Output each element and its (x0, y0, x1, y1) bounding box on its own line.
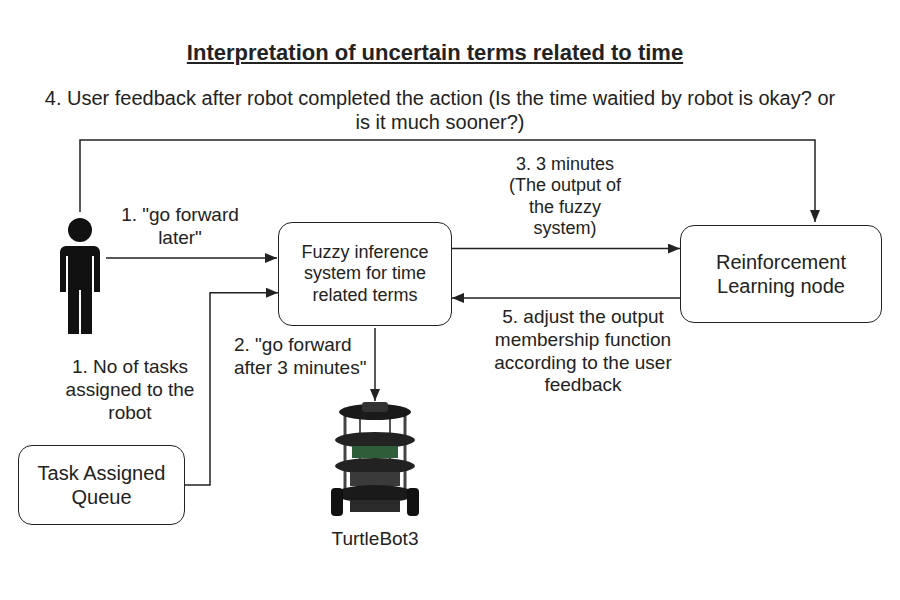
connector-arrow (452, 297, 680, 299)
diagram-title: Interpretation of uncertain terms relate… (0, 40, 870, 66)
standoff (344, 414, 347, 492)
connector-arrow (452, 248, 680, 250)
person-head (68, 218, 92, 242)
command-arrow (106, 257, 277, 259)
process-box: Task Assigned Queue (18, 445, 185, 525)
edge-label: 5. adjust the output membership function… (458, 306, 708, 397)
turtlebot-illustration (331, 402, 419, 516)
robot-arrow (374, 328, 376, 401)
box-text: Task Assigned Queue (29, 461, 174, 509)
standoff (404, 414, 407, 492)
annotation-label: 1. "go forward later" (100, 204, 260, 250)
edge-label: 3. 3 minutes (The output of the fuzzy sy… (495, 154, 635, 240)
robot-board (352, 446, 398, 458)
connector-arrow (185, 293, 278, 485)
robot-base (350, 500, 400, 512)
annotation-label: TurtleBot3 (325, 528, 425, 551)
process-box: Reinforcement Learning node (680, 225, 882, 323)
robot-plate (335, 458, 415, 474)
lidar (362, 402, 388, 412)
box-text: Reinforcement Learning node (691, 250, 871, 298)
process-box: Fuzzy inference system for time related … (278, 222, 452, 326)
box-text: Fuzzy inference system for time related … (289, 242, 441, 307)
robot-wheel (407, 488, 419, 516)
edge-label: 1. No of tasks assigned to the robot (58, 356, 202, 424)
robot-wheel (331, 488, 343, 516)
annotation-label: 4. User feedback after robot completed t… (40, 86, 840, 134)
annotation-label: 2. "go forward after 3 minutes" (234, 334, 370, 380)
robot-battery (350, 472, 400, 486)
person-body (60, 246, 100, 334)
robot-plate (335, 432, 415, 448)
